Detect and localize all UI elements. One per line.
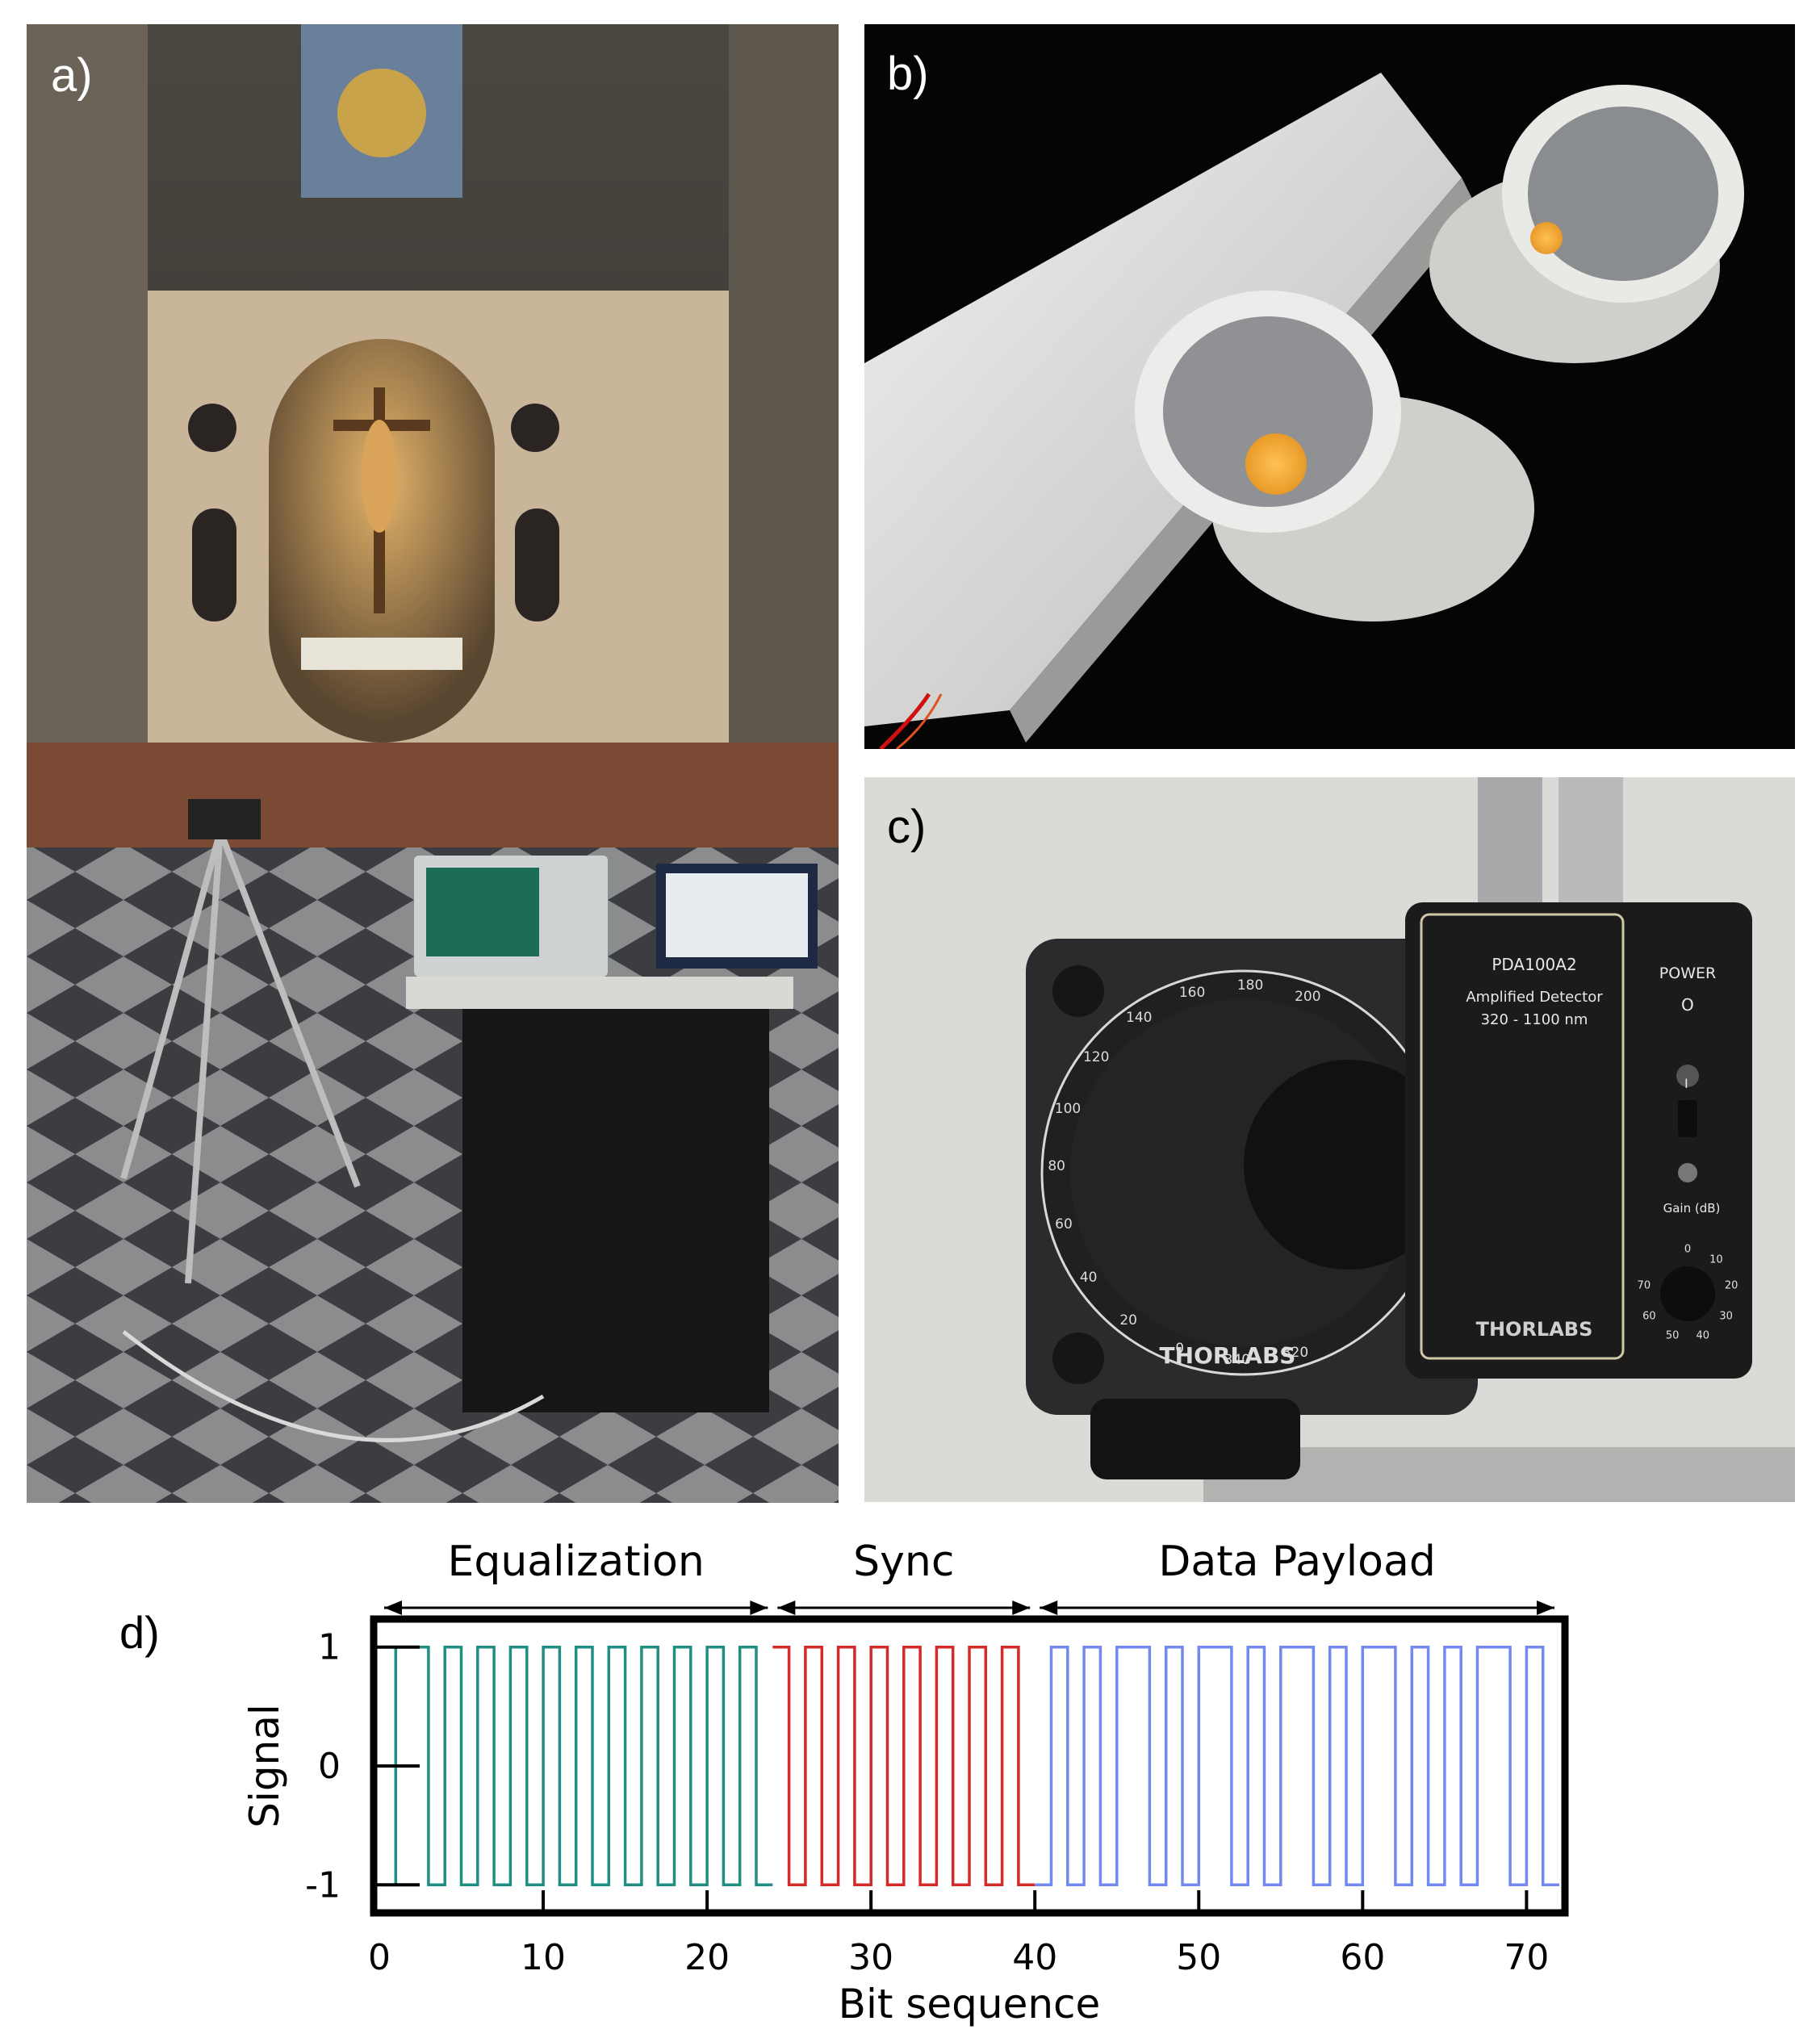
dial-tick-label: 200 bbox=[1295, 988, 1321, 1005]
gain-tick-label: 60 bbox=[1642, 1310, 1656, 1322]
dial-tick-label: 120 bbox=[1082, 1049, 1110, 1066]
panel-label-b: b) bbox=[887, 48, 929, 100]
y-tick-label: -1 bbox=[305, 1864, 341, 1906]
panel-label-a: a) bbox=[51, 49, 93, 102]
segment-arrowhead bbox=[1012, 1601, 1031, 1615]
gain-label: Gain (dB) bbox=[1663, 1201, 1721, 1216]
y-tick-label: 0 bbox=[318, 1746, 341, 1787]
gain-tick-label: 50 bbox=[1665, 1329, 1680, 1342]
power-label: POWER bbox=[1659, 965, 1717, 982]
x-tick-label: 0 bbox=[368, 1937, 391, 1978]
photo-church-setup: a) bbox=[27, 24, 839, 1503]
segment-label: Sync bbox=[853, 1538, 954, 1586]
dial-tick-label: 0 bbox=[1175, 1341, 1185, 1357]
series-line-equalization bbox=[379, 1645, 773, 1887]
segment-label: Data Payload bbox=[1158, 1538, 1435, 1586]
detector-model-label: PDA100A2 bbox=[1492, 955, 1577, 974]
photo-led-luminaire: b) bbox=[864, 24, 1795, 749]
panel-label-c: c) bbox=[887, 801, 927, 853]
gain-tick-label: 30 bbox=[1719, 1310, 1733, 1322]
dial-tick-label: 140 bbox=[1126, 1009, 1153, 1026]
segment-label: Equalization bbox=[447, 1538, 704, 1586]
brand-logo-mount: THORLABS bbox=[1159, 1342, 1296, 1369]
segment-arrowhead bbox=[384, 1601, 402, 1615]
detector-description: Amplified Detector bbox=[1466, 989, 1603, 1006]
gain-tick-label: 40 bbox=[1696, 1329, 1710, 1342]
series-line-data-payload bbox=[1035, 1645, 1559, 1887]
x-tick-label: 30 bbox=[848, 1937, 893, 1978]
x-axis-label: Bit sequence bbox=[839, 1981, 1101, 2027]
x-tick-label: 20 bbox=[684, 1937, 730, 1978]
x-tick-label: 40 bbox=[1012, 1937, 1057, 1978]
power-on-mark: O bbox=[1681, 995, 1694, 1015]
y-tick-label: 1 bbox=[318, 1627, 341, 1668]
panel-label-d: d) bbox=[119, 1607, 160, 1658]
dial-tick-label: 340 bbox=[1224, 1351, 1251, 1368]
segment-arrowhead bbox=[1537, 1601, 1554, 1615]
segment-arrowhead bbox=[1040, 1601, 1058, 1615]
gain-tick-label: 0 bbox=[1684, 1243, 1692, 1256]
dial-tick-label: 160 bbox=[1178, 984, 1206, 1001]
x-tick-label: 60 bbox=[1340, 1937, 1385, 1978]
dial-tick-label: 80 bbox=[1048, 1157, 1065, 1174]
gain-tick-label: 70 bbox=[1637, 1279, 1651, 1292]
dial-tick-label: 100 bbox=[1054, 1100, 1082, 1117]
dial-tick-label: 40 bbox=[1079, 1269, 1098, 1286]
y-axis-label: Signal bbox=[241, 1704, 288, 1828]
x-tick-label: 70 bbox=[1504, 1937, 1549, 1978]
detector-wavelength-range: 320 - 1100 nm bbox=[1480, 1011, 1588, 1028]
power-off-mark: I bbox=[1684, 1076, 1688, 1091]
dial-tick-label: 320 bbox=[1282, 1345, 1309, 1361]
photo-photodetector: c) PDA100A2 Amplified Detector 320 - 110… bbox=[864, 777, 1795, 1502]
x-tick-label: 50 bbox=[1176, 1937, 1221, 1978]
brand-logo-detector: THORLABS bbox=[1475, 1318, 1593, 1341]
series-line-sync bbox=[772, 1645, 1036, 1887]
x-tick-label: 10 bbox=[521, 1937, 566, 1978]
dial-tick-label: 180 bbox=[1236, 977, 1264, 994]
gain-tick-label: 10 bbox=[1709, 1253, 1723, 1266]
segment-arrowhead bbox=[777, 1601, 796, 1615]
dial-tick-label: 20 bbox=[1119, 1312, 1137, 1329]
dial-tick-label: 60 bbox=[1055, 1216, 1073, 1232]
segment-arrowhead bbox=[750, 1601, 768, 1615]
gain-tick-label: 20 bbox=[1724, 1279, 1738, 1292]
